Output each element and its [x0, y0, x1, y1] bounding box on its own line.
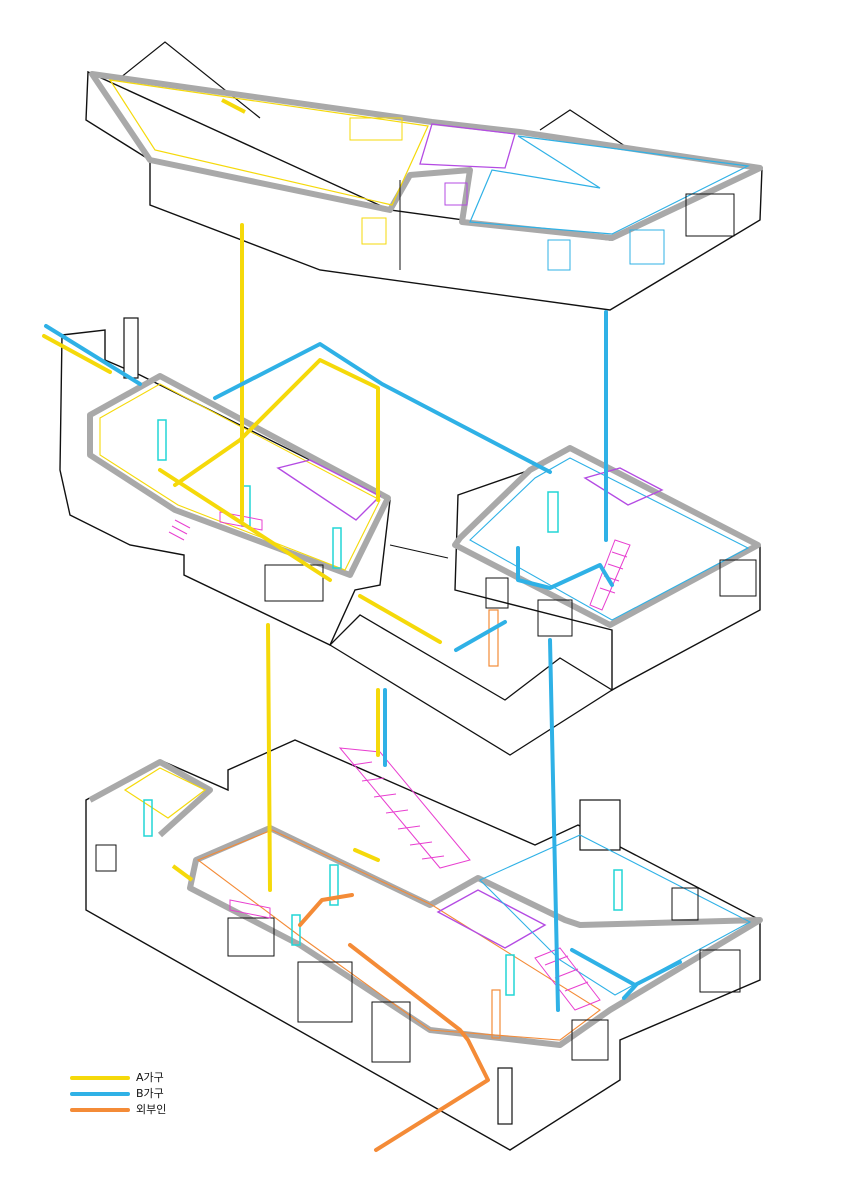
top-floor-outline — [85, 70, 763, 311]
bottom-window-1 — [95, 844, 117, 872]
route-b-household — [44, 310, 682, 1012]
top-purple-window — [444, 182, 468, 206]
legend-swatch-outsider — [70, 1108, 130, 1112]
middle-floor — [59, 317, 761, 756]
mid-a-zone — [99, 383, 381, 571]
legend-item-outsider: 외부인 — [70, 1102, 210, 1118]
top-b-zone — [469, 135, 751, 235]
top-floor — [85, 41, 763, 311]
top-b-window-2 — [629, 229, 665, 265]
bottom-window-5 — [571, 1019, 609, 1061]
route-a-household — [42, 223, 442, 892]
top-a-window — [349, 117, 403, 141]
bottom-door-4 — [505, 954, 515, 996]
mid-right-window-2 — [719, 559, 757, 597]
bottom-outsider-zone — [196, 829, 601, 1041]
mid-right-window-3 — [485, 577, 509, 609]
legend-label-b: B가구 — [136, 1087, 164, 1100]
bottom-window-6 — [699, 949, 741, 993]
top-a-window-2 — [361, 217, 387, 245]
mid-right-stair — [589, 539, 631, 611]
bottom-window-4 — [371, 1001, 411, 1063]
bottom-main-stair — [338, 747, 471, 869]
bottom-window-7 — [671, 887, 699, 921]
bottom-door-5 — [613, 869, 623, 911]
legend-item-a-household: A가구 — [70, 1070, 210, 1086]
mid-left-wing-outline — [59, 329, 391, 646]
mid-left-window — [264, 564, 324, 602]
legend-swatch-a — [70, 1076, 130, 1080]
stair-icon — [168, 511, 263, 541]
chimney-icon — [123, 317, 139, 379]
mid-bridge — [389, 544, 449, 559]
legend-item-b-household: B가구 — [70, 1086, 210, 1102]
legend-label-a: A가구 — [136, 1071, 164, 1084]
bottom-floor — [85, 739, 763, 1151]
top-b-window-3 — [685, 193, 735, 237]
mid-courtyard — [328, 614, 614, 756]
bottom-purple-room — [436, 889, 547, 949]
bottom-chimney — [579, 799, 621, 851]
mid-right-door — [547, 491, 559, 533]
bottom-door-3 — [329, 864, 339, 906]
route-outsider — [298, 893, 490, 1152]
mid-left-wing-wall-cut — [87, 373, 391, 578]
bottom-a-zone — [123, 767, 207, 819]
top-a-zone — [108, 79, 429, 206]
bottom-window-2 — [227, 917, 275, 957]
bottom-entrance — [497, 1067, 513, 1125]
top-purple-room — [419, 123, 516, 169]
mid-right-purple-room — [583, 467, 664, 506]
bottom-outsider-pipe — [491, 989, 501, 1039]
mid-door-1 — [157, 419, 167, 461]
mid-door-3 — [332, 527, 342, 569]
mid-b-zone — [469, 457, 750, 621]
bottom-window-3 — [297, 961, 353, 1023]
top-b-window — [547, 239, 571, 271]
mid-right-window-1 — [537, 599, 573, 637]
legend-swatch-b — [70, 1092, 130, 1096]
legend: A가구 B가구 외부인 — [70, 1070, 210, 1118]
bottom-b-zone — [479, 834, 752, 996]
legend-label-outsider: 외부인 — [136, 1103, 167, 1116]
bottom-a-route — [171, 864, 194, 882]
top-roof-gable-right — [539, 109, 629, 149]
mid-right-wing-wall-cut — [452, 445, 761, 628]
top-floor-wall-cut — [89, 71, 763, 241]
bottom-small-stair — [229, 899, 601, 1011]
mid-outsider-pipe — [488, 609, 499, 667]
top-a-route — [221, 98, 246, 114]
bottom-door-2 — [291, 914, 301, 946]
bottom-door-1 — [143, 799, 153, 837]
